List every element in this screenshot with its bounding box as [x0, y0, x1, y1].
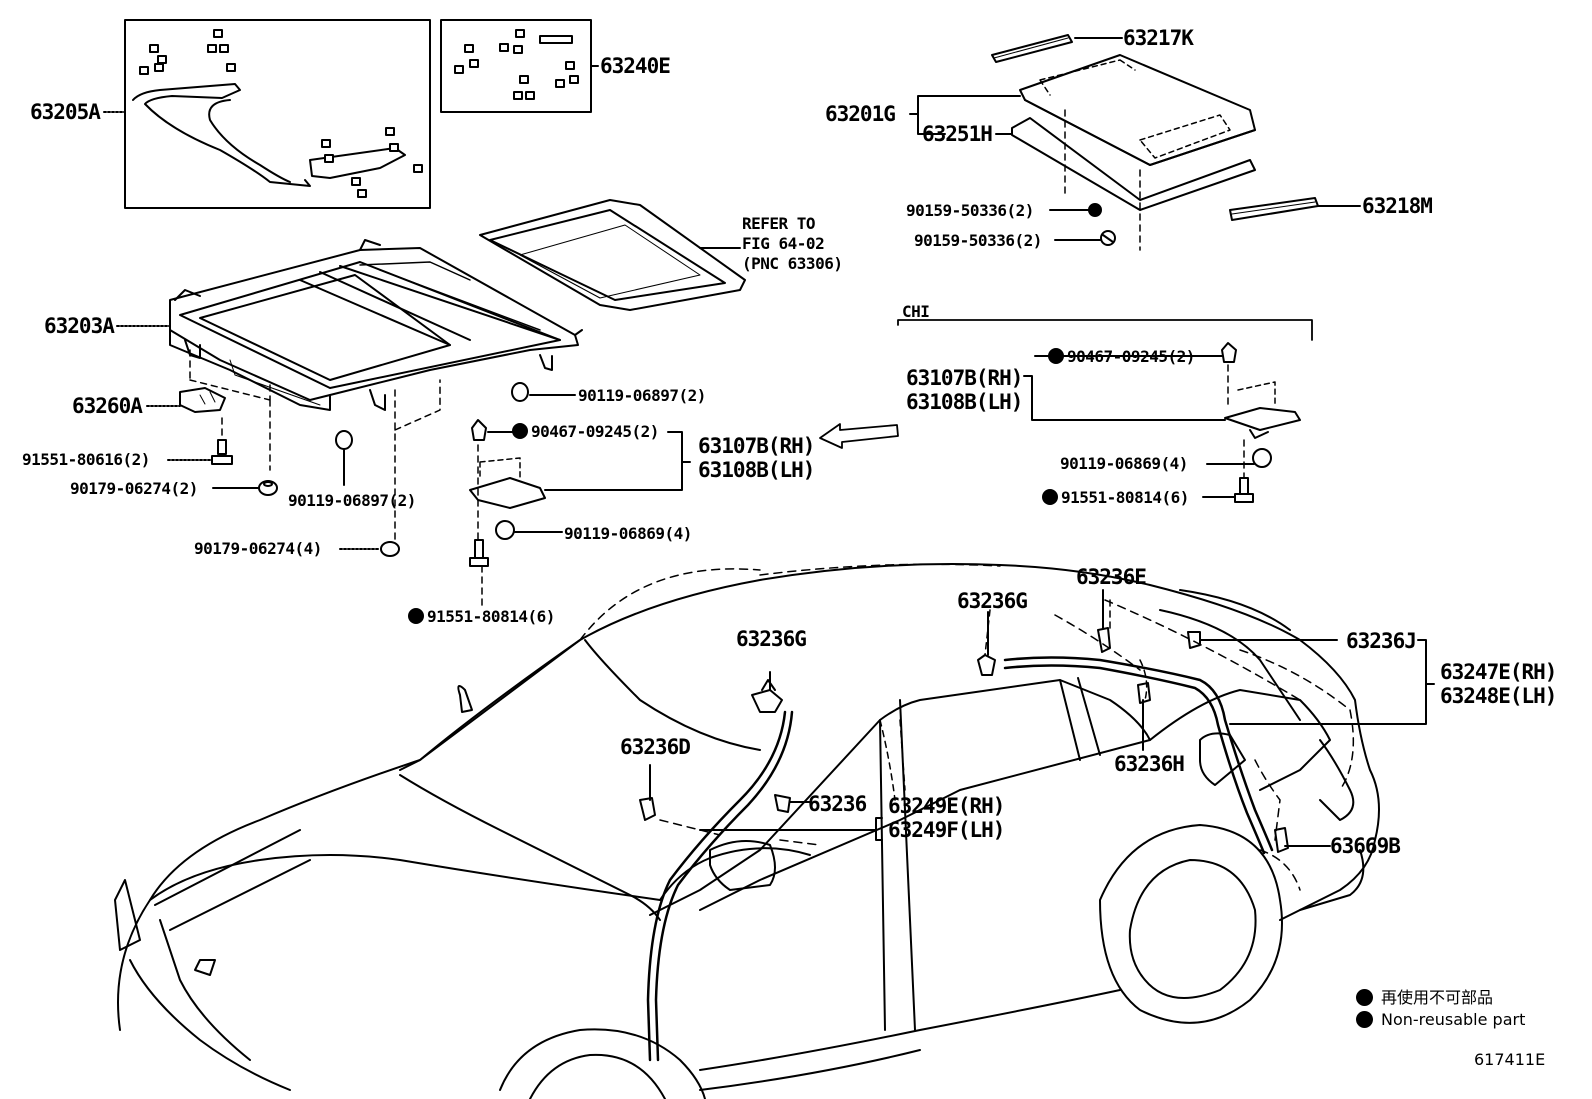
- label-chi: CHI: [902, 302, 930, 321]
- label-91551-80814-a: 91551-80814(6): [408, 607, 555, 626]
- label-63236: 63236: [808, 792, 867, 816]
- label-63236h: 63236H: [1114, 752, 1185, 776]
- part-63249-drain-hose: [639, 679, 794, 1062]
- leaders-glass: [909, 37, 1361, 241]
- part-91551-bolt-a: [211, 439, 233, 465]
- figure-number: 617411E: [1474, 1050, 1546, 1069]
- part-63247-drain-hose: [977, 627, 1289, 855]
- label-90179-06274-b: 90179-06274(4): [194, 539, 322, 558]
- label-63251h: 63251H: [922, 122, 993, 146]
- part-63260a-bracket: [179, 387, 226, 413]
- label-63260a: 63260A: [72, 394, 143, 418]
- leaders-center-bracket: [487, 431, 691, 533]
- car-outline: [114, 563, 1380, 1099]
- label-63249f: 63249F(LH): [888, 818, 1005, 842]
- legend-english: Non-reusable part: [1356, 1010, 1525, 1029]
- label-90119-06897-a: 90119-06897(2): [288, 491, 416, 510]
- non-reusable-bullet-icon: [1356, 1011, 1373, 1028]
- label-63669b: 63669B: [1330, 834, 1401, 858]
- legend-en-text: Non-reusable part: [1381, 1010, 1526, 1029]
- label-91551-80616: 91551-80616(2): [22, 450, 150, 469]
- part-90179-nut-a: [258, 480, 278, 496]
- legend-jp-text: 再使用不可部品: [1381, 988, 1494, 1007]
- part-glass-assembly: [991, 34, 1319, 251]
- label-63107b-a: 63107B(RH): [698, 434, 815, 458]
- label-90119-06869-a: 90119-06869(4): [564, 524, 692, 543]
- label-63249e: 63249E(RH): [888, 794, 1005, 818]
- label-63108b-a: 63108B(LH): [698, 458, 815, 482]
- label-63240e: 63240E: [600, 54, 671, 78]
- refer-note-line2: FIG 64-02: [742, 234, 825, 253]
- arrow-chi-variant: [819, 423, 899, 449]
- non-reusable-bullet-icon: [1356, 989, 1373, 1006]
- refer-note-line1: REFER TO: [742, 214, 816, 233]
- label-63217k: 63217K: [1123, 26, 1194, 50]
- label-63247e: 63247E(RH): [1440, 660, 1557, 684]
- label-63218m: 63218M: [1362, 194, 1433, 218]
- part-63205a-kit-box: [124, 19, 431, 209]
- label-90119-06897-b: 90119-06897(2): [578, 386, 706, 405]
- label-63236g-a: 63236G: [957, 589, 1028, 613]
- label-63236d: 63236D: [620, 735, 691, 759]
- refer-note-line3: (PNC 63306): [742, 254, 843, 273]
- label-63236g-b: 63236G: [736, 627, 807, 651]
- label-63107b-b: 63107B(RH): [906, 366, 1023, 390]
- label-63236j: 63236J: [1346, 629, 1417, 653]
- label-90159-b: 90159-50336(2): [914, 231, 1042, 250]
- label-90467-09245-a: 90467-09245(2): [512, 422, 659, 441]
- label-63108b-b: 63108B(LH): [906, 390, 1023, 414]
- part-90179-nut-b: [380, 541, 400, 557]
- label-90179-06274-a: 90179-06274(2): [70, 479, 198, 498]
- legend-japanese: 再使用不可部品: [1356, 984, 1493, 1008]
- part-63203a-frame: [169, 239, 583, 411]
- part-63306-sunshade: [479, 199, 746, 311]
- part-63107b-bracket-chi: [1221, 342, 1301, 503]
- chi-variant-frame: [897, 319, 1313, 341]
- label-63203a: 63203A: [44, 314, 115, 338]
- label-90467-09245-b: 90467-09245(2): [1048, 347, 1195, 366]
- label-63201g: 63201G: [825, 102, 896, 126]
- label-63205a: 63205A: [30, 100, 101, 124]
- part-63107b-bracket-center: [469, 419, 546, 611]
- part-90119-clip-b: [511, 382, 529, 402]
- leaders-chi-bracket: [1023, 355, 1255, 498]
- label-91551-80814-b: 91551-80814(6): [1042, 488, 1189, 507]
- leaders-hoses: [649, 589, 1435, 847]
- part-90119-clip-a: [335, 430, 353, 450]
- part-63240e-clip-box: [440, 19, 592, 113]
- label-90159-a: 90159-50336(2): [906, 201, 1034, 220]
- label-63236e: 63236E: [1076, 565, 1147, 589]
- label-90119-06869-b: 90119-06869(4): [1060, 454, 1188, 473]
- label-63248e: 63248E(LH): [1440, 684, 1557, 708]
